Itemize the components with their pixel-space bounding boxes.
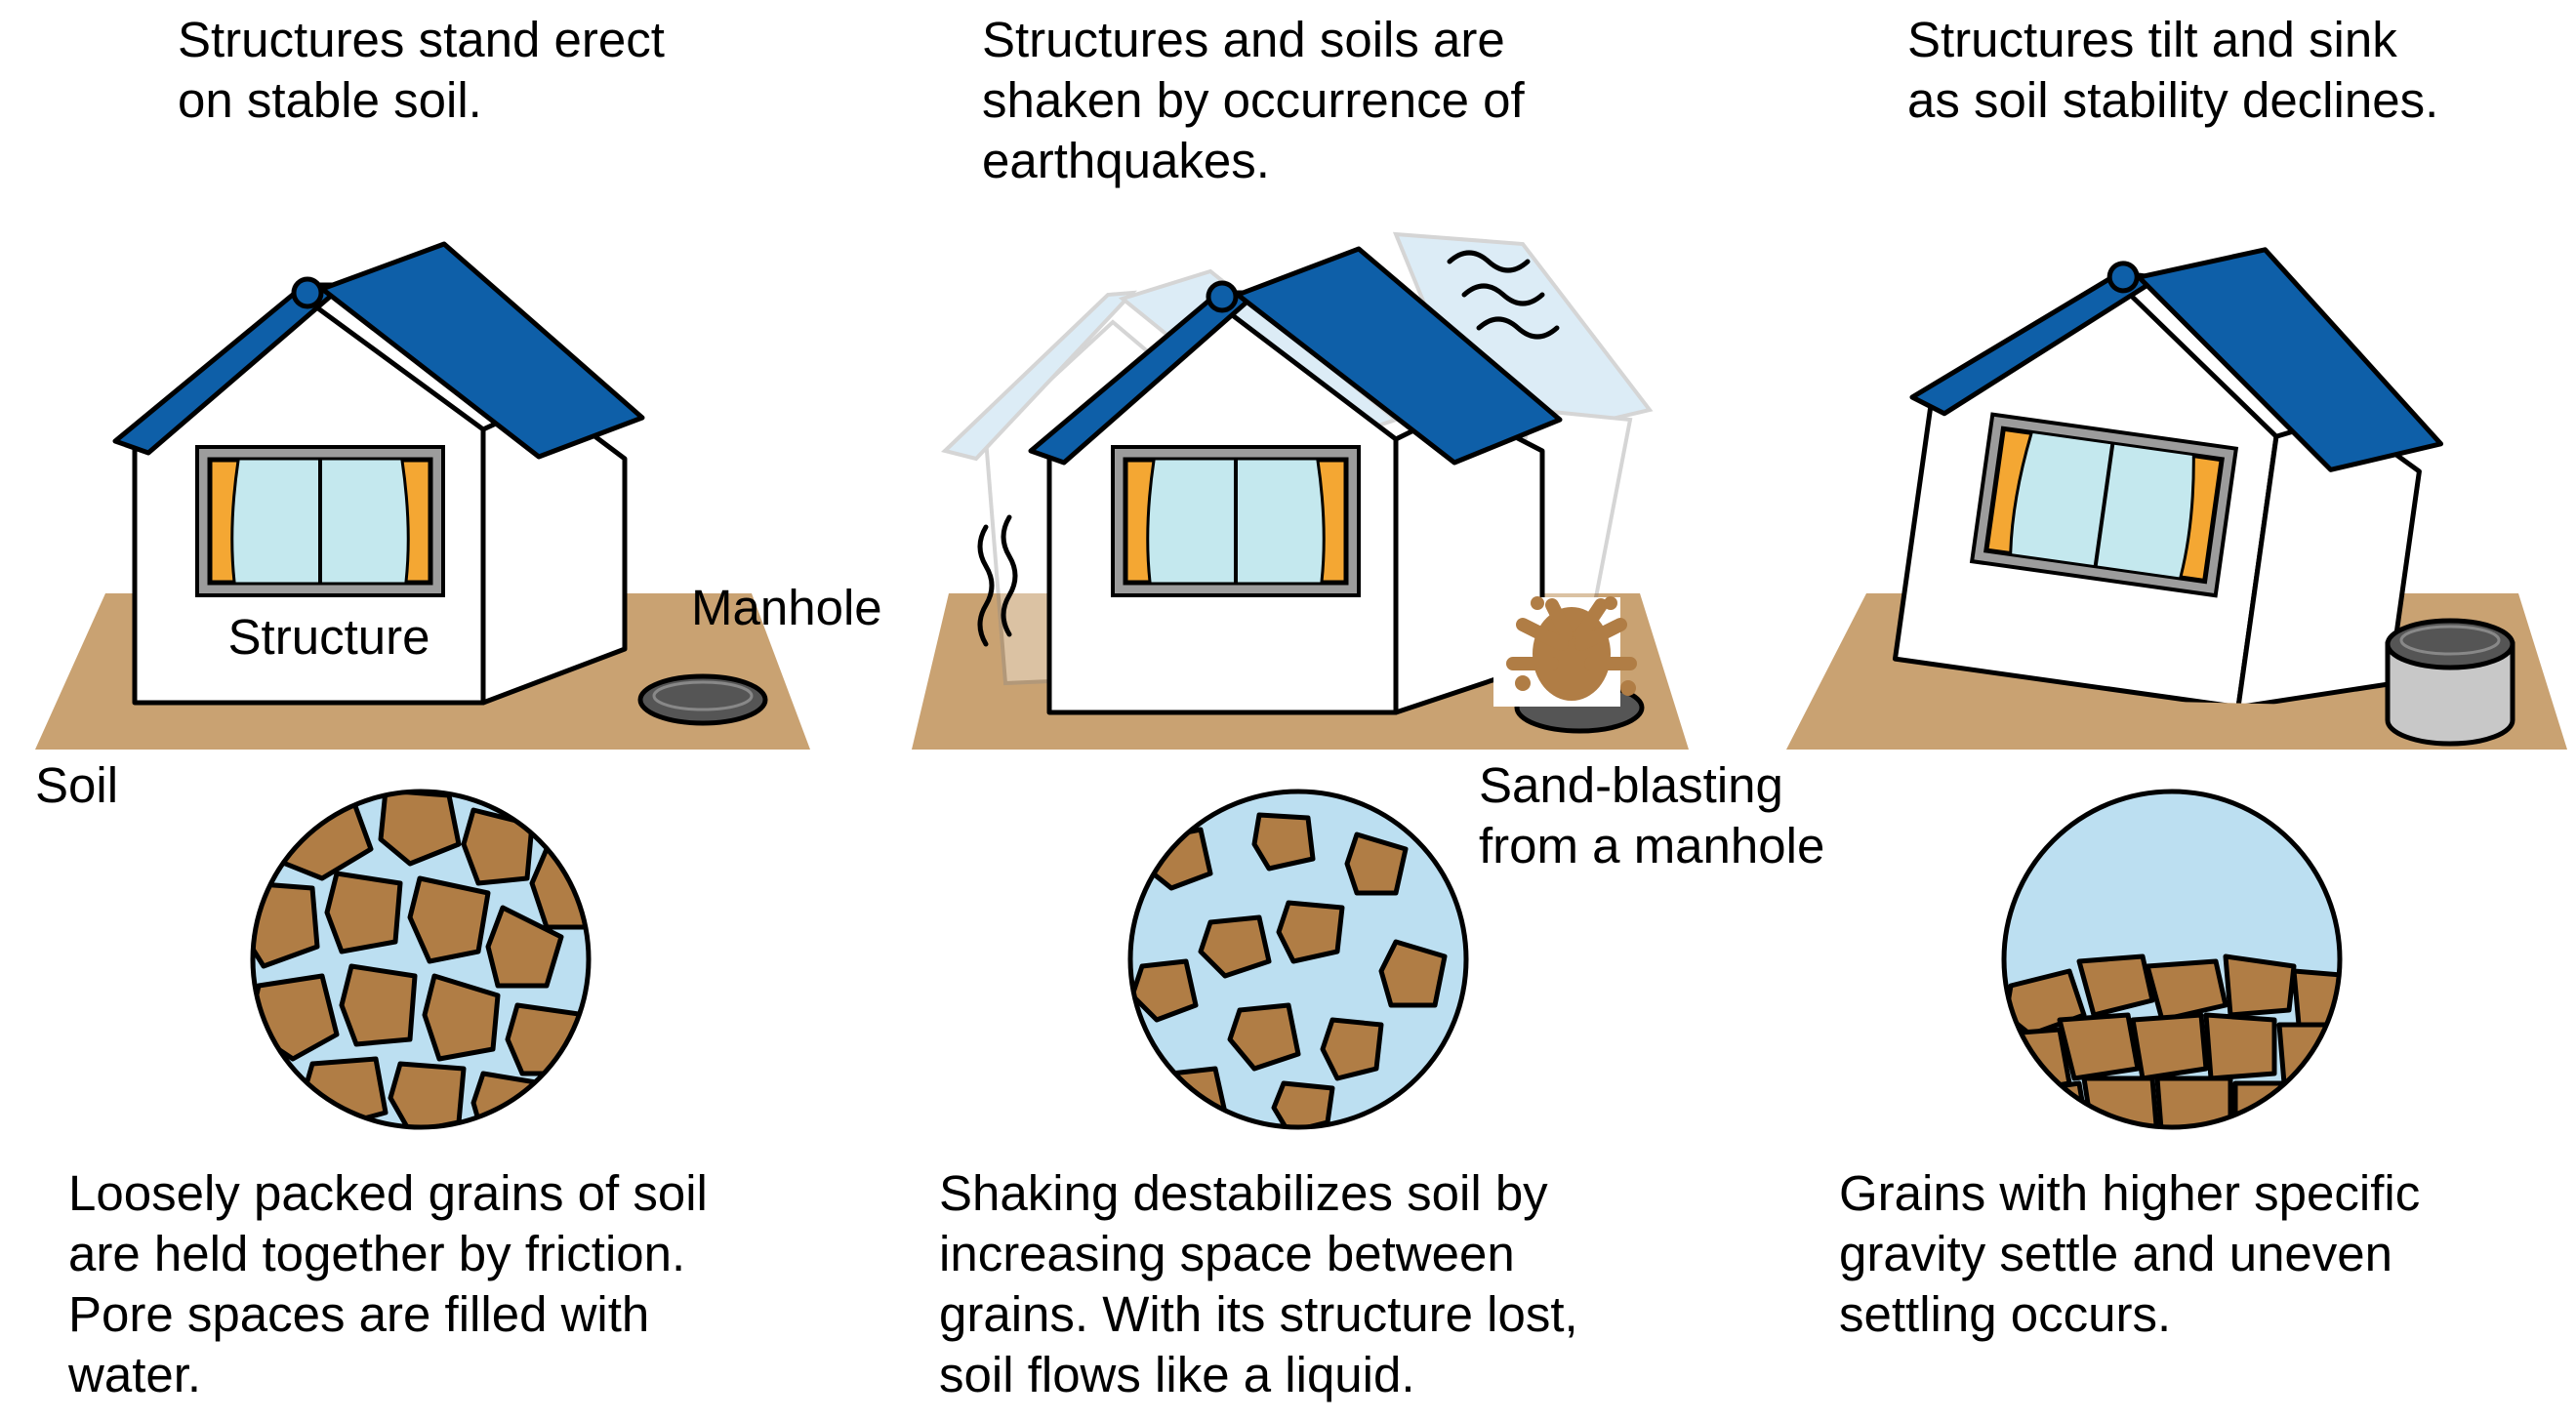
description-settled: Grains with higher specific gravity sett… (1839, 1165, 2421, 1342)
soil-label: Soil (35, 757, 118, 813)
manhole (637, 673, 768, 726)
soil-circle-loose (1127, 789, 1469, 1130)
sand-blasting-label: Sand-blasting from a manhole (1479, 757, 1824, 873)
soil-grains (2004, 953, 2340, 1127)
soil-circle-packed (250, 789, 592, 1130)
window (1969, 412, 2239, 598)
window (1111, 445, 1361, 597)
curtain-right (400, 459, 431, 584)
sinking-scene (1786, 247, 2567, 750)
roof-ridge-cap (1206, 280, 1239, 313)
caption-shaking: Structures and soils are shaken by occur… (982, 12, 1525, 188)
structure-label: Structure (228, 609, 430, 665)
soil-circle-settled (2001, 789, 2343, 1130)
roof-ridge-cap (2106, 261, 2140, 294)
roof-ridge-cap (291, 276, 324, 309)
shaking-scene: Sand-blasting from a manhole (912, 231, 1824, 873)
roof-right (2136, 247, 2444, 472)
window (195, 445, 445, 597)
description-packed: Loosely packed grains of soil are held t… (68, 1165, 708, 1402)
caption-stable: Structures stand erect on stable soil. (178, 12, 665, 128)
tilted-structure (1892, 247, 2444, 710)
curtain-left (209, 459, 240, 584)
roof-right (1235, 246, 1563, 466)
roof-right (319, 241, 645, 460)
shake-lines-left (977, 514, 1018, 647)
stable-scene: Structure Manhole Soil (35, 241, 882, 813)
sand-blast (1493, 596, 1637, 707)
manhole-label: Manhole (691, 580, 882, 635)
description-loose: Shaking destabilizes soil by increasing … (939, 1165, 1578, 1402)
shake-lines-right (1447, 250, 1560, 340)
caption-sinking: Structures tilt and sink as soil stabili… (1907, 12, 2439, 128)
raised-manhole (2385, 618, 2515, 747)
